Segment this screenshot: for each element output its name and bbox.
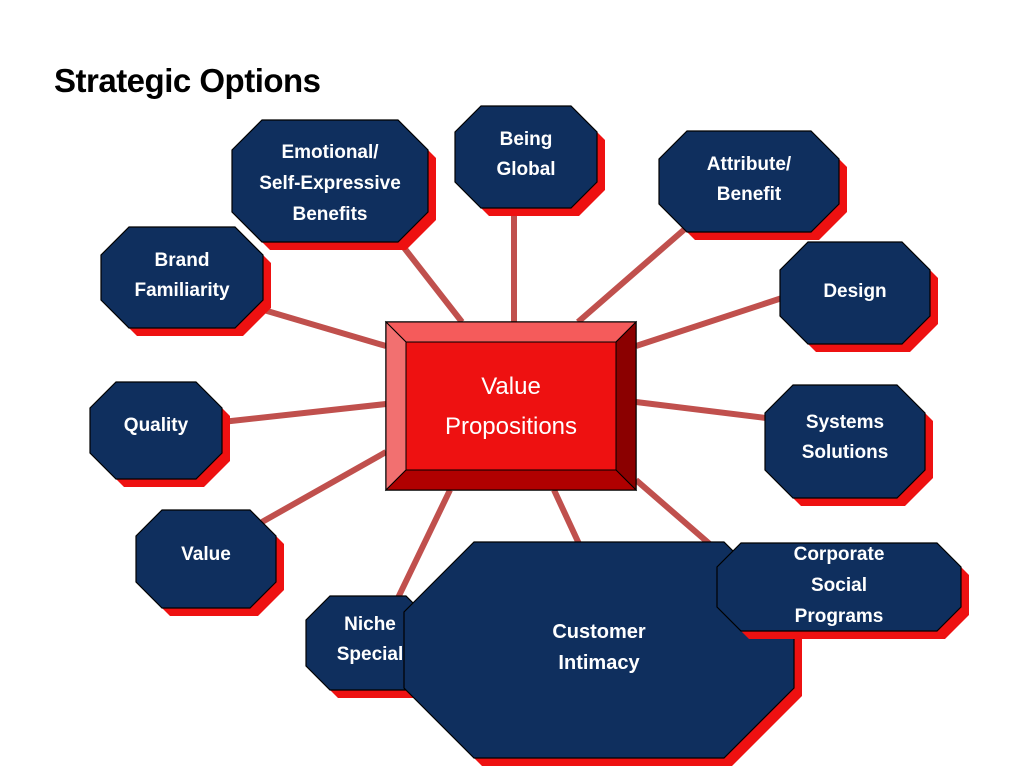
connector-brand — [249, 303, 387, 349]
node-label-line: Benefit — [717, 184, 782, 205]
node-design-label: Design — [823, 281, 886, 302]
connector-design — [635, 295, 783, 349]
node-label-line: Special — [337, 644, 404, 665]
node-value-octagon — [135, 509, 277, 609]
center-bevel-0 — [384, 321, 638, 343]
node-label-line: Emotional/ — [281, 142, 379, 163]
connector-corporate — [634, 477, 714, 549]
center-label-line: Propositions — [445, 413, 577, 440]
node-label-line: Global — [496, 159, 555, 180]
node-design: Design — [779, 241, 938, 352]
node-label-line: Solutions — [802, 442, 889, 463]
node-attribute-octagon — [658, 130, 840, 233]
node-design-octagon — [779, 241, 931, 345]
node-attribute: Attribute/Benefit — [658, 130, 847, 240]
node-label-line: Attribute/ — [707, 154, 792, 175]
node-label-line: Corporate — [794, 544, 885, 565]
connector-emotional — [395, 238, 465, 324]
node-label-line: Design — [823, 281, 886, 302]
node-label-line: Niche — [344, 614, 396, 635]
node-quality-octagon — [89, 381, 223, 480]
node-global-octagon — [454, 105, 598, 209]
node-quality-label: Quality — [124, 415, 189, 436]
node-emotional-octagon — [231, 119, 429, 243]
center-bevel-3 — [384, 469, 638, 491]
slide-title: Strategic Options — [54, 62, 321, 99]
connector-attribute — [576, 225, 688, 325]
node-quality: Quality — [89, 381, 230, 487]
node-label-line: Quality — [124, 415, 189, 436]
center-box-face — [405, 341, 617, 471]
node-label-line: Intimacy — [558, 652, 640, 674]
connector-systems — [635, 399, 767, 421]
node-label-line: Self-Expressive — [259, 173, 401, 194]
connector-customer — [551, 488, 583, 548]
node-label-line: Systems — [806, 412, 884, 433]
connector-value — [260, 449, 388, 525]
node-brand-octagon — [100, 226, 264, 329]
connector-quality — [221, 401, 387, 425]
node-value-label: Value — [181, 544, 231, 565]
center-bevel-1 — [385, 320, 407, 492]
node-label-line: Benefits — [293, 204, 368, 225]
node-systems-octagon — [764, 384, 926, 499]
center-bevel-2 — [615, 320, 637, 492]
node-label-line: Customer — [552, 621, 646, 643]
node-attribute-label: Attribute/Benefit — [707, 154, 792, 205]
node-value: Value — [135, 509, 284, 616]
node-label-line: Social — [811, 575, 867, 596]
connectors — [221, 206, 783, 604]
node-label-line: Value — [181, 544, 231, 565]
node-label-line: Programs — [795, 606, 884, 627]
center-label-line: Value — [481, 373, 541, 400]
node-label-line: Being — [500, 129, 553, 150]
node-label-line: Familiarity — [134, 280, 229, 301]
connector-niche — [393, 488, 453, 604]
node-corporate-octagon — [716, 542, 962, 632]
node-label-line: Brand — [155, 250, 210, 271]
